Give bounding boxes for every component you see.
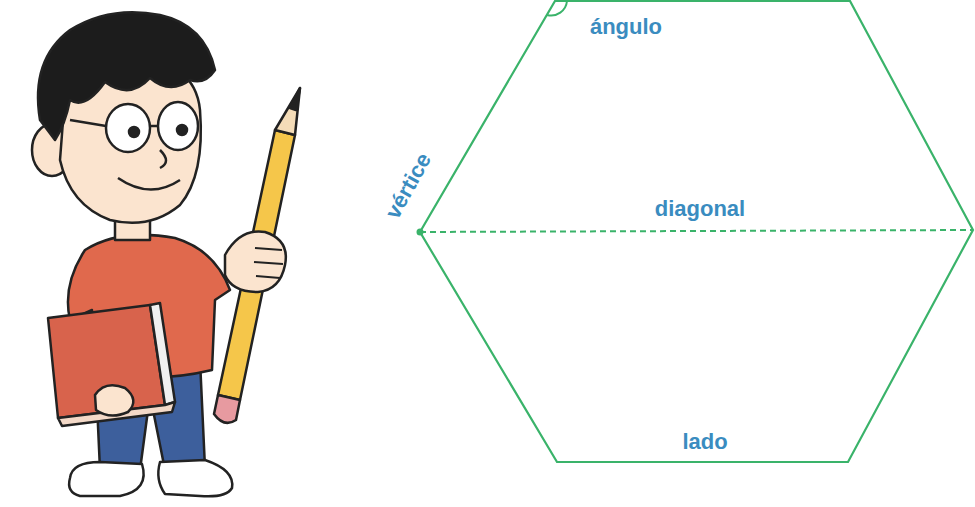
hexagon-figure <box>417 1 974 462</box>
diagonal-line <box>420 230 973 232</box>
hexagon-outline <box>420 1 973 462</box>
side-label: lado <box>682 430 727 454</box>
vertex-dot <box>417 229 424 236</box>
diagonal-label: diagonal <box>655 197 745 221</box>
angle-label: ángulo <box>590 15 662 39</box>
boy-figure <box>32 12 300 496</box>
vertex-label: vértice <box>380 149 435 223</box>
angle-arc <box>547 1 567 16</box>
